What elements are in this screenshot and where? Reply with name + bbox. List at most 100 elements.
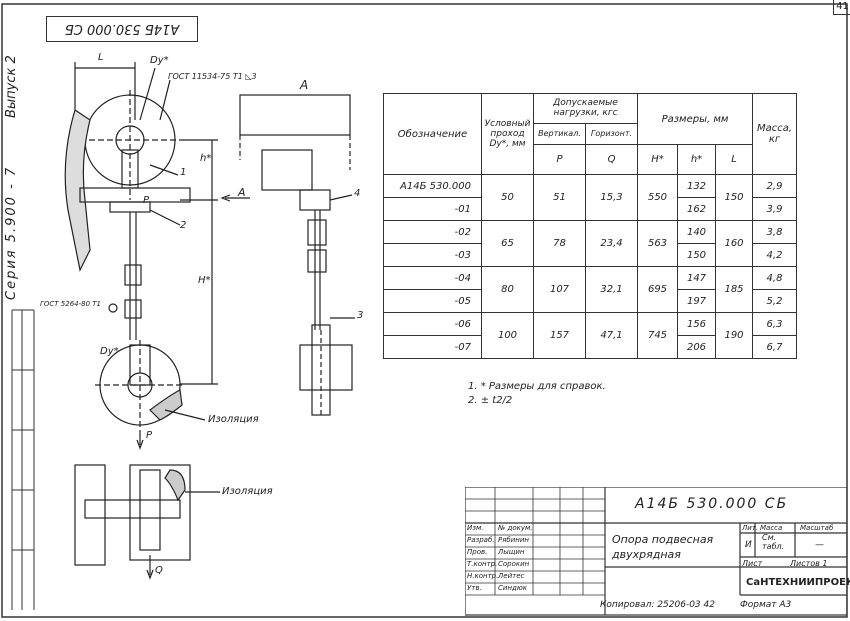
signer-3: Лыщин xyxy=(498,548,525,556)
dim-l-label: L xyxy=(98,52,104,63)
position-2-label: 2 xyxy=(180,220,187,231)
group-q: 23,4 xyxy=(585,220,638,267)
row-mass: 6,7 xyxy=(752,335,797,359)
mass-value: См. табл. xyxy=(762,533,785,551)
lit-value: И xyxy=(745,540,752,550)
copy-note: Копировал: 25206-03 42 xyxy=(600,600,715,610)
group-q: 47,1 xyxy=(585,312,638,359)
scale-value: — xyxy=(815,540,824,550)
group-p: 51 xyxy=(533,174,586,221)
row-designation: -06 xyxy=(383,312,482,336)
row-mass: 2,9 xyxy=(752,174,797,198)
header-nominal: Условный проход Dy*, мм xyxy=(481,93,534,175)
scale-label: Масштаб xyxy=(800,524,834,532)
group-l: 185 xyxy=(715,266,753,313)
header-h-big: H* xyxy=(637,144,678,175)
row-h-small: 206 xyxy=(677,335,716,359)
row-mass: 6,3 xyxy=(752,312,797,336)
group-h-big: 550 xyxy=(637,174,678,221)
gost-left-label: ГОСТ 5264-80 Т1 xyxy=(40,300,102,308)
role-5: Н.контр. xyxy=(467,572,499,580)
dim-h-big-label: H* xyxy=(198,275,211,286)
sheets-count: Листов 1 xyxy=(790,559,828,568)
group-h-big: 563 xyxy=(637,220,678,267)
title-block-grid xyxy=(465,487,847,616)
group-p: 157 xyxy=(533,312,586,359)
isolation-label-2: Изоляция xyxy=(222,486,273,497)
group-h-big: 695 xyxy=(637,266,678,313)
note-2: 2. ± t2/2 xyxy=(468,395,513,406)
row-h-small: 197 xyxy=(677,289,716,313)
row-h-small: 132 xyxy=(677,174,716,198)
row-designation: А14Б 530.000 xyxy=(383,174,482,198)
notes: 1. * Размеры для справок. 2. ± t2/2 xyxy=(468,380,606,408)
row-designation: -04 xyxy=(383,266,482,290)
group-du: 65 xyxy=(481,220,534,267)
row-h-small: 156 xyxy=(677,312,716,336)
dim-h-small-label: h* xyxy=(200,153,212,164)
assembly-drawing xyxy=(64,62,355,580)
header-loads: Допускаемые нагрузки, кгс xyxy=(533,93,638,124)
header-designation: Обозначение xyxy=(383,93,482,175)
signer-2: Рябинин xyxy=(498,536,530,544)
position-1-label: 1 xyxy=(180,167,187,178)
mass-label: Масса xyxy=(760,524,783,532)
p-bottom-label: P xyxy=(146,430,153,441)
group-du: 100 xyxy=(481,312,534,359)
note-1: 1. * Размеры для справок. xyxy=(468,381,606,392)
row-h-small: 140 xyxy=(677,220,716,244)
row-designation: -02 xyxy=(383,220,482,244)
header-horizontal: Горизонт. xyxy=(585,122,638,146)
group-p: 107 xyxy=(533,266,586,313)
row-designation: -01 xyxy=(383,197,482,221)
row-h-small: 147 xyxy=(677,266,716,290)
group-q: 15,3 xyxy=(585,174,638,221)
sheet-label: Лист xyxy=(742,559,763,568)
format-note: Формат А3 xyxy=(740,600,792,610)
signer-5: Лейтес xyxy=(498,572,525,580)
du-bottom-label: Dy* xyxy=(100,346,119,357)
gost-top-label: ГОСТ 11534-75 Т1 ◺3 xyxy=(168,72,257,81)
group-du: 80 xyxy=(481,266,534,313)
group-l: 150 xyxy=(715,174,753,221)
row-mass: 3,8 xyxy=(752,220,797,244)
group-p: 78 xyxy=(533,220,586,267)
title-code: А14Б 530.000 СБ xyxy=(635,496,789,512)
role-6: Утв. xyxy=(467,584,482,592)
row-mass: 5,2 xyxy=(752,289,797,313)
role-3: Пров. xyxy=(467,548,488,556)
arrow-a-label: А xyxy=(238,186,246,199)
group-du: 50 xyxy=(481,174,534,221)
row-designation: -03 xyxy=(383,243,482,267)
view-a-label: А xyxy=(300,78,309,92)
row-mass: 3,9 xyxy=(752,197,797,221)
du-top-label: Dy* xyxy=(150,55,169,66)
p-top-label: P xyxy=(143,195,150,206)
specification-table: Обозначение Условный проход Dy*, мм Допу… xyxy=(383,92,797,359)
title-name-1: Опора подвесная xyxy=(612,533,714,546)
row-h-small: 162 xyxy=(677,197,716,221)
lit-label: Лит. xyxy=(742,524,759,532)
isolation-label-1: Изоляция xyxy=(208,414,259,425)
q-bottom-label: Q xyxy=(155,565,163,576)
header-vertical: Вертикал. xyxy=(533,122,586,146)
role-2: Разраб. xyxy=(467,536,495,544)
header-h-small: h* xyxy=(677,144,716,175)
organization: СаНТЕХНИИПРОЕКТ xyxy=(746,577,850,588)
title-name-2: двухрядная xyxy=(612,548,681,561)
row-designation: -07 xyxy=(383,335,482,359)
group-l: 160 xyxy=(715,220,753,267)
page-number: 41 xyxy=(833,0,850,15)
row-designation: -05 xyxy=(383,289,482,313)
position-4-label: 4 xyxy=(354,188,361,199)
group-q: 32,1 xyxy=(585,266,638,313)
signer-6: Синдюк xyxy=(498,584,527,592)
group-l: 190 xyxy=(715,312,753,359)
signer-4: Сорокин xyxy=(498,560,530,568)
header-dims: Размеры, мм xyxy=(637,92,753,146)
header-q: Q xyxy=(585,144,638,175)
row-mass: 4,2 xyxy=(752,243,797,267)
position-3-label: 3 xyxy=(357,310,364,321)
